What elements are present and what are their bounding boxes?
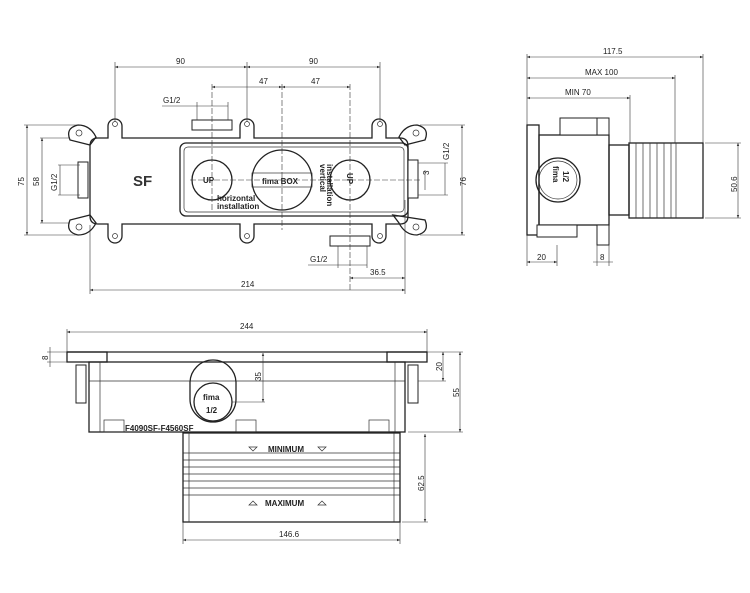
- dim-g12-bottom: G1/2: [310, 255, 328, 264]
- dim-g12-top: G1/2: [163, 96, 181, 105]
- side-fima-logo: [535, 157, 581, 203]
- top-view-dimensions: 90 90 47 47 G1/2 75 58 G1/2 G1/2 3 76 G1…: [17, 57, 468, 294]
- front-body: [88, 361, 406, 433]
- horizontal-label-1: horizontal: [217, 194, 255, 203]
- body-mark: SF: [133, 173, 152, 190]
- maximum-label: MAXIMUM: [265, 499, 304, 508]
- dim-20-front: 20: [435, 362, 444, 371]
- dim-90-right: 90: [309, 57, 318, 66]
- up-label-right: UP: [345, 173, 354, 185]
- side-view: fima 1/2 117.5 MAX 100 MIN 70 50.6 20 8: [526, 47, 741, 266]
- dim-58: 58: [32, 177, 41, 186]
- up-label-left: UP: [203, 176, 215, 185]
- horizontal-label-2: installation: [217, 202, 259, 211]
- dim-47-left: 47: [259, 77, 268, 86]
- mounting-ears: [67, 124, 428, 236]
- vertical-label-2: installation: [325, 164, 334, 206]
- dim-244: 244: [240, 322, 254, 331]
- dim-47-right: 47: [311, 77, 320, 86]
- box-body: [89, 118, 409, 244]
- minimum-label: MINIMUM: [268, 445, 304, 454]
- front-logo-size: 1/2: [206, 406, 218, 415]
- side-cylinder: [628, 142, 704, 219]
- dim-g12-right: G1/2: [442, 142, 451, 160]
- dim-36-5: 36.5: [370, 268, 386, 277]
- side-logo-brand: fima: [551, 166, 560, 183]
- dim-3: 3: [422, 170, 431, 175]
- dim-50-6: 50.6: [730, 176, 739, 192]
- dim-35: 35: [254, 372, 263, 381]
- dim-146-6: 146.6: [279, 530, 300, 539]
- model-number: F4090SF-F4560SF: [125, 424, 194, 433]
- dim-g12-left: G1/2: [50, 173, 59, 191]
- dim-75: 75: [17, 177, 26, 186]
- top-view: SF UP UP fima BOX horizontal installatio…: [17, 57, 468, 294]
- side-logo-size: 1/2: [561, 171, 570, 183]
- front-view: fima 1/2 F4090SF-F4560SF MINIMUM MAXIMUM…: [41, 322, 463, 544]
- vertical-label-1: vertical: [318, 164, 327, 192]
- front-logo-brand: fima: [203, 393, 220, 402]
- dim-max-100: MAX 100: [585, 68, 618, 77]
- dim-min-70: MIN 70: [565, 88, 591, 97]
- dim-76: 76: [459, 177, 468, 186]
- dim-8-side: 8: [600, 253, 605, 262]
- connector-left: [77, 161, 89, 199]
- dim-62-5: 62.5: [417, 475, 426, 491]
- front-view-dimensions: 244 8 35 20 55 62.5 146.6: [41, 322, 463, 544]
- center-logo: fima BOX: [262, 177, 299, 186]
- dim-90-left: 90: [176, 57, 185, 66]
- dim-20: 20: [537, 253, 546, 262]
- dim-55: 55: [452, 388, 461, 397]
- front-fima-logo: [193, 382, 233, 422]
- front-extension: [182, 432, 401, 523]
- dim-214: 214: [241, 280, 255, 289]
- dim-8-front: 8: [41, 355, 50, 360]
- dim-117-5: 117.5: [603, 47, 623, 56]
- connector-right: [407, 159, 419, 199]
- side-body: [538, 134, 610, 226]
- side-view-dimensions: 117.5 MAX 100 MIN 70 50.6 20 8: [526, 47, 741, 266]
